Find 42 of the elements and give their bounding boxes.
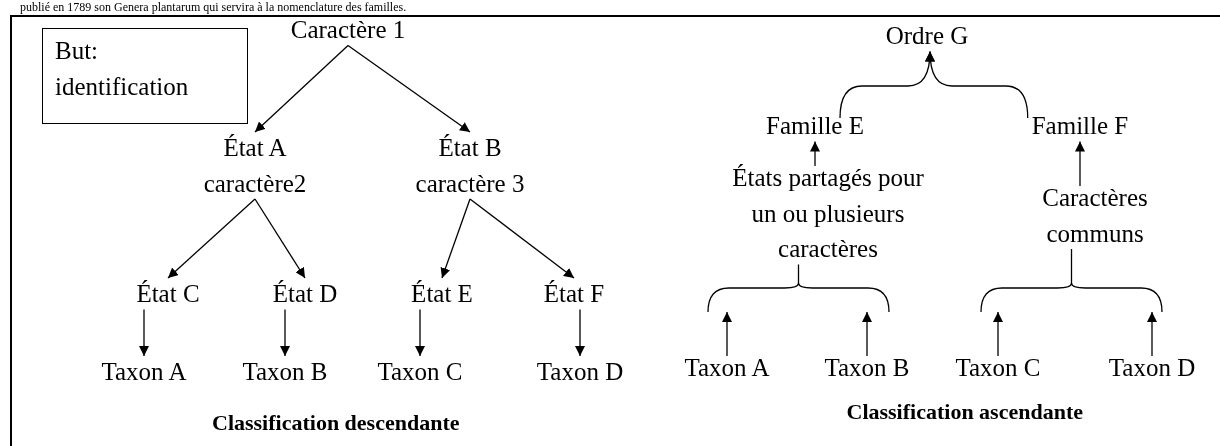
node-label: Taxon A — [684, 353, 770, 383]
arrow — [415, 308, 425, 357]
node-label: État F — [543, 279, 605, 309]
node-label: Taxon B — [824, 353, 910, 383]
node-label: Caractère 1 — [290, 15, 406, 45]
arrow — [254, 44, 349, 133]
node-label: État C — [136, 279, 200, 309]
arrow — [167, 198, 256, 279]
arrow — [993, 311, 1003, 357]
node-label: Caractères communs — [1041, 183, 1149, 249]
arrow — [722, 311, 732, 357]
caption: Classification ascendante — [846, 399, 1083, 425]
arrow — [1147, 311, 1157, 357]
node-label: Taxon C — [955, 353, 1041, 383]
node-label: Famille E — [766, 111, 864, 141]
caption: Classification descendante — [212, 410, 460, 436]
note-box — [42, 28, 248, 124]
note-text: But: identification — [55, 36, 190, 102]
arrow — [254, 198, 306, 279]
arrow — [440, 198, 471, 279]
node-label: Taxon B — [242, 357, 328, 387]
arrow — [347, 44, 471, 133]
node-label: Ordre G — [885, 21, 969, 51]
node-label: État E — [411, 279, 473, 309]
node-label: Taxon D — [536, 357, 624, 387]
arrow — [575, 308, 585, 357]
node-label: Taxon A — [101, 357, 187, 387]
arrow — [862, 311, 872, 357]
node-label: État D — [272, 279, 338, 309]
arrow — [280, 308, 290, 357]
arrow — [139, 308, 149, 357]
node-label: Taxon C — [377, 357, 463, 387]
cut-off-text: publié en 1789 son Genera plantarum qui servira à la nomenclature des familles. — [20, 0, 407, 15]
arrow — [925, 50, 1029, 119]
arrow — [810, 140, 820, 167]
arrow — [469, 198, 575, 279]
node-label: Taxon D — [1108, 353, 1196, 383]
node-label: État B caractère 3 — [414, 133, 526, 199]
node-label: Famille F — [1031, 111, 1129, 141]
node-label: État A caractère2 — [202, 133, 308, 199]
node-label: États partagés pour un ou plusieurs caractères — [731, 163, 925, 264]
arrow — [1075, 140, 1085, 187]
